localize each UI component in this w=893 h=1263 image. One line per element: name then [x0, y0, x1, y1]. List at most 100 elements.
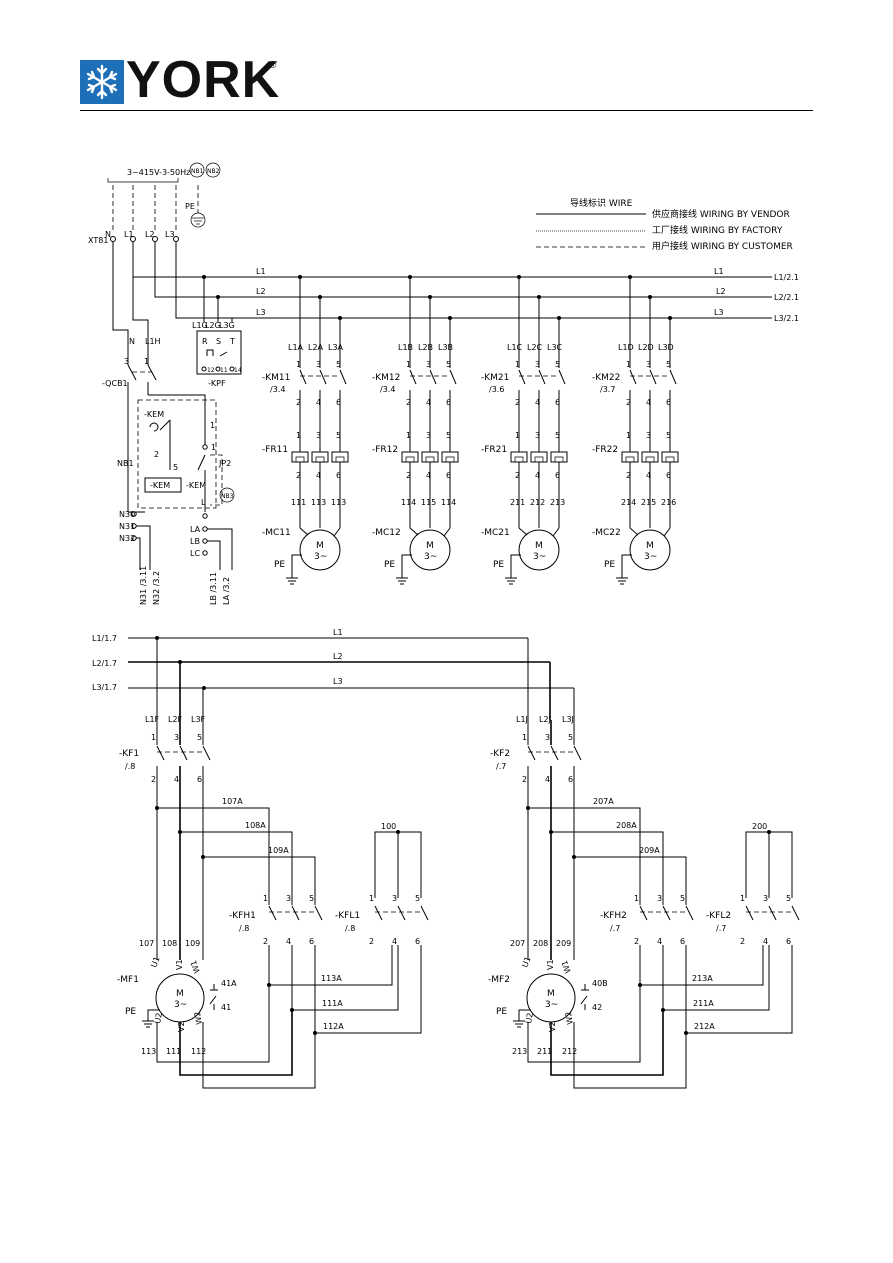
overload-label: -FR12 [372, 445, 398, 455]
fr-pin-out: 6 [446, 471, 451, 480]
fr-pin-in: 5 [336, 431, 341, 440]
motor-symbol-phase: 3~ [533, 552, 546, 562]
motor-term-bottom: 212 [562, 1047, 577, 1056]
fan-motor-circuits: L1F12107L2F34108L3F56109-KF1/.8107A12108… [117, 638, 800, 1089]
bus-l3-label: L3 [256, 308, 266, 317]
contact-pin-in: 3 [535, 360, 540, 369]
bus-junction [298, 275, 302, 279]
top-busbars: L1 L2 L3 L1 L2 L3 L1/2.1 L2/2.1 L3/2.1 [132, 242, 799, 323]
bus-l3-label-r: L3 [714, 308, 724, 317]
term-n-label: N [105, 230, 111, 239]
n31-label: N31 [119, 522, 135, 531]
contact-pin-out: 2 [406, 398, 411, 407]
kem-contact-label: -KEM [186, 481, 206, 490]
contact-pin-out: 6 [555, 398, 560, 407]
out-n31: N31 /3.11 [139, 566, 148, 605]
contact-pin-out: 6 [446, 398, 451, 407]
motor-label: -MC22 [592, 528, 621, 538]
contact-pin-out: 4 [646, 398, 651, 407]
kem-label: -KEM [144, 410, 164, 419]
kfl-pin-out: 2 [369, 937, 374, 946]
la-label: LA [190, 525, 201, 534]
phase-label-l3b: L3B [438, 343, 453, 352]
kfl-pin-in: 1 [369, 894, 374, 903]
phase-label-l3a: L3A [328, 343, 344, 352]
contact-pin-out: 2 [626, 398, 631, 407]
phase-label-l3d: L3D [658, 343, 674, 352]
thermal-label-a: 40B [592, 979, 608, 988]
contactor-contact [558, 369, 566, 385]
legend-factory: 工厂接线 WIRING BY FACTORY [652, 224, 783, 236]
fr-pin-in: 1 [406, 431, 411, 440]
fr-pin-out: 2 [296, 471, 301, 480]
motor-pin-v1: V1 [546, 959, 555, 970]
contactor-ref: /3.4 [270, 385, 285, 394]
overload-heater [645, 456, 655, 462]
kf-label: -KF2 [490, 749, 510, 759]
contact-pin-in: 3 [426, 360, 431, 369]
l-label: L [201, 498, 206, 507]
bridge-junction [201, 855, 205, 859]
bus-junction [428, 295, 432, 299]
wire-number: 215 [641, 498, 656, 507]
kpf-t: T [229, 337, 235, 346]
contact-pin-in: 1 [296, 360, 301, 369]
pe-label: PE [274, 560, 285, 570]
legend-title: 导线标识 WIRE [570, 197, 633, 209]
fan-phase-label-l1j: L1J [516, 715, 528, 724]
kfh-ref: /.8 [239, 924, 249, 933]
overload-heater [534, 456, 544, 462]
overload-label: -FR21 [481, 445, 507, 455]
kf-pin-out: 2 [522, 775, 527, 784]
wire-number: 115 [421, 498, 436, 507]
kf-pin-out: 4 [545, 775, 550, 784]
return-wire-1 [527, 985, 641, 1063]
nb3-label: NB3 [221, 493, 234, 500]
output-label-1: 113A [321, 974, 342, 983]
contactor-contact [629, 369, 637, 385]
fan-bus-l1: L1 [333, 628, 343, 637]
kfh-pin-in: 5 [309, 894, 314, 903]
wire-number: 111 [291, 498, 306, 507]
kfh-pin-in: 1 [263, 894, 268, 903]
svg-text:1: 1 [144, 357, 149, 366]
nb2-label: NB2 [207, 168, 220, 175]
phase-label-l1d: L1D [618, 343, 634, 352]
fr-pin-out: 4 [646, 471, 651, 480]
bus-junction [338, 316, 342, 320]
thermal-label-b: 42 [592, 1003, 602, 1012]
motor-lead [333, 527, 341, 537]
contact-pin-in: 3 [646, 360, 651, 369]
motor-label: -MC12 [372, 528, 401, 538]
header-rule [80, 110, 813, 111]
fan-pe-label: PE [125, 1007, 136, 1017]
fr-pin-in: 3 [426, 431, 431, 440]
motor-term-bottom: 112 [191, 1047, 206, 1056]
motor-circuit-4: L1D1212214L2D3434215L3D5656216-KM22/3.7-… [592, 275, 679, 585]
motor-lead [663, 527, 671, 537]
motor-lead [299, 527, 309, 536]
bridge-label: 208A [616, 821, 637, 830]
kem-coil-label: -KEM [150, 481, 170, 490]
kf-contact [202, 745, 211, 761]
ground-icon [505, 570, 517, 585]
fan-motor-symbol-m: M [547, 989, 555, 999]
bridge-junction [572, 855, 576, 859]
overload-heater [514, 456, 524, 462]
kpf-out-2: 11 [220, 367, 228, 374]
motor-term-top: 208 [533, 939, 548, 948]
kfh-ref: /.7 [610, 924, 620, 933]
fr-pin-in: 5 [446, 431, 451, 440]
kpf-s: S [216, 337, 221, 346]
motor-symbol [518, 529, 560, 571]
fan-pe-label: PE [496, 1007, 507, 1017]
registered-mark: ® [269, 60, 277, 71]
contact-pin-in: 1 [406, 360, 411, 369]
fr-pin-in: 5 [666, 431, 671, 440]
fr-pin-in: 3 [316, 431, 321, 440]
contact-pin-out: 6 [336, 398, 341, 407]
out-la: LA /3.2 [222, 577, 231, 605]
kfl-pin-in: 5 [415, 894, 420, 903]
pe-label: PE [604, 560, 615, 570]
power-supply: 3~415V-3-50Hz NB1 NB2 PE XT81 N L1 L2 L3 [88, 162, 221, 245]
